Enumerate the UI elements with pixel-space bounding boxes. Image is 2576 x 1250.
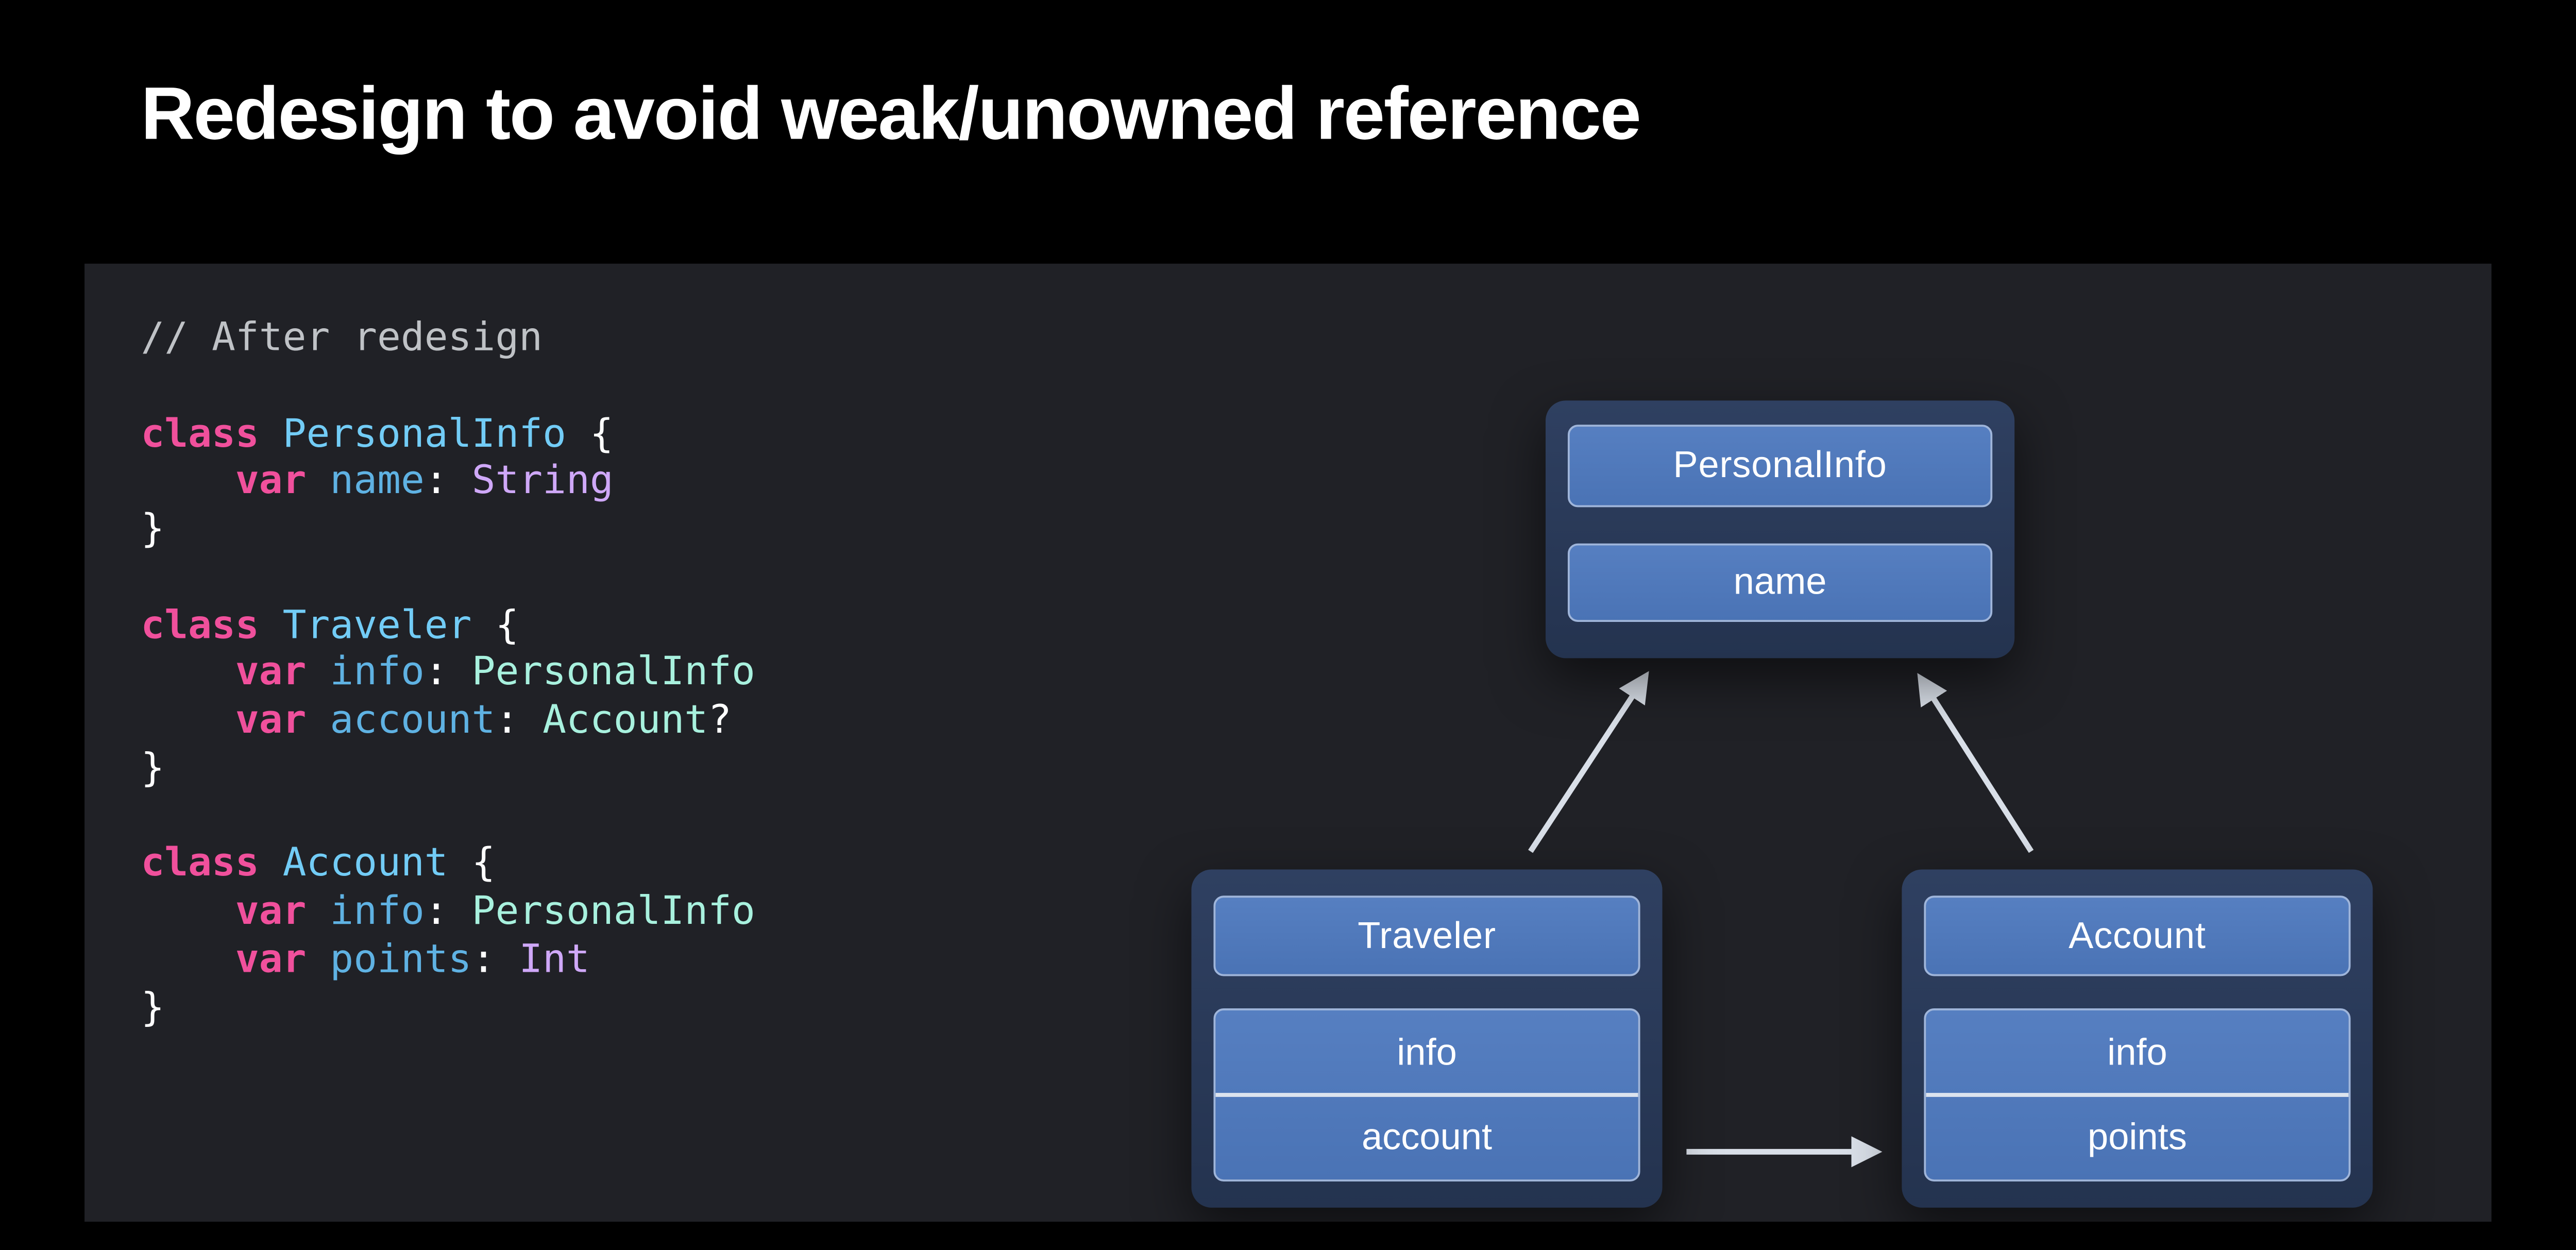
code-token: ? [708, 696, 732, 743]
code-token: info [330, 887, 425, 934]
code-token: var [235, 696, 330, 743]
code-token [141, 649, 235, 695]
code-block: // After redesign class PersonalInfo { v… [141, 314, 755, 1031]
code-token: name [330, 457, 425, 504]
code-token: points [330, 935, 472, 982]
code-token: { [566, 409, 614, 456]
code-token: : [471, 935, 519, 982]
field-points: points [2088, 1116, 2187, 1158]
code-token [141, 888, 235, 934]
code-line [141, 792, 755, 840]
code-token: : [424, 648, 472, 695]
code-token: : [495, 696, 543, 743]
code-line: var account: Account? [141, 697, 755, 745]
code-token: Int [519, 935, 590, 982]
code-token: PersonalInfo [471, 648, 755, 695]
field-divider [1215, 1093, 1638, 1096]
code-token [141, 935, 235, 982]
field-account: account [1361, 1116, 1493, 1158]
card-fields: info points [1924, 1008, 2351, 1181]
card-fields: name [1567, 542, 1993, 621]
code-token: class [141, 839, 283, 886]
code-token: info [330, 648, 425, 695]
slide: Redesign to avoid weak/unowned reference… [84, 72, 2492, 1222]
code-line [141, 362, 755, 410]
code-line: } [141, 983, 755, 1031]
code-token: : [424, 887, 472, 934]
card-title: Account [1924, 894, 2351, 976]
code-line: // After redesign [141, 314, 755, 362]
code-token: // After redesign [141, 314, 543, 361]
card-fields: info account [1213, 1008, 1640, 1181]
code-token: var [235, 457, 330, 504]
code-token: } [141, 505, 165, 552]
code-token: var [235, 648, 330, 695]
code-token: PersonalInfo [471, 887, 755, 934]
code-token: } [141, 744, 165, 791]
code-token: var [235, 887, 330, 934]
field-name: name [1733, 559, 1827, 602]
code-line: class Traveler { [141, 601, 755, 649]
code-token: account [330, 696, 496, 743]
code-token: { [448, 839, 496, 886]
code-token: var [235, 935, 330, 982]
code-token: class [141, 409, 283, 456]
code-token: Account [543, 696, 708, 743]
code-token: Traveler [282, 601, 472, 647]
code-token [141, 697, 235, 743]
personalinfo-card: PersonalInfo name [1546, 399, 2015, 657]
code-token: Account [282, 839, 448, 886]
code-token: PersonalInfo [282, 409, 566, 456]
code-token: { [471, 601, 519, 647]
field-info: info [1397, 1029, 1457, 1072]
card-title: PersonalInfo [1567, 425, 1993, 506]
code-line: class Account { [141, 840, 755, 888]
code-token: class [141, 601, 283, 647]
code-token: } [141, 983, 165, 1030]
code-token: : [424, 457, 472, 504]
code-line: var info: PersonalInfo [141, 649, 755, 697]
code-line: var info: PersonalInfo [141, 888, 755, 936]
account-card: Account info points [1902, 869, 2373, 1208]
traveler-card: Traveler info account [1191, 869, 1663, 1208]
code-line: class PersonalInfo { [141, 410, 755, 458]
code-line: } [141, 744, 755, 792]
code-line: var points: Int [141, 935, 755, 983]
code-line [141, 553, 755, 601]
card-title: Traveler [1213, 894, 1640, 976]
slide-title: Redesign to avoid weak/unowned reference [141, 72, 1641, 155]
code-line: } [141, 505, 755, 553]
field-divider [1926, 1093, 2349, 1096]
code-token: String [471, 457, 614, 504]
code-token [141, 458, 235, 504]
code-line: var name: String [141, 458, 755, 505]
field-info: info [2107, 1029, 2167, 1072]
